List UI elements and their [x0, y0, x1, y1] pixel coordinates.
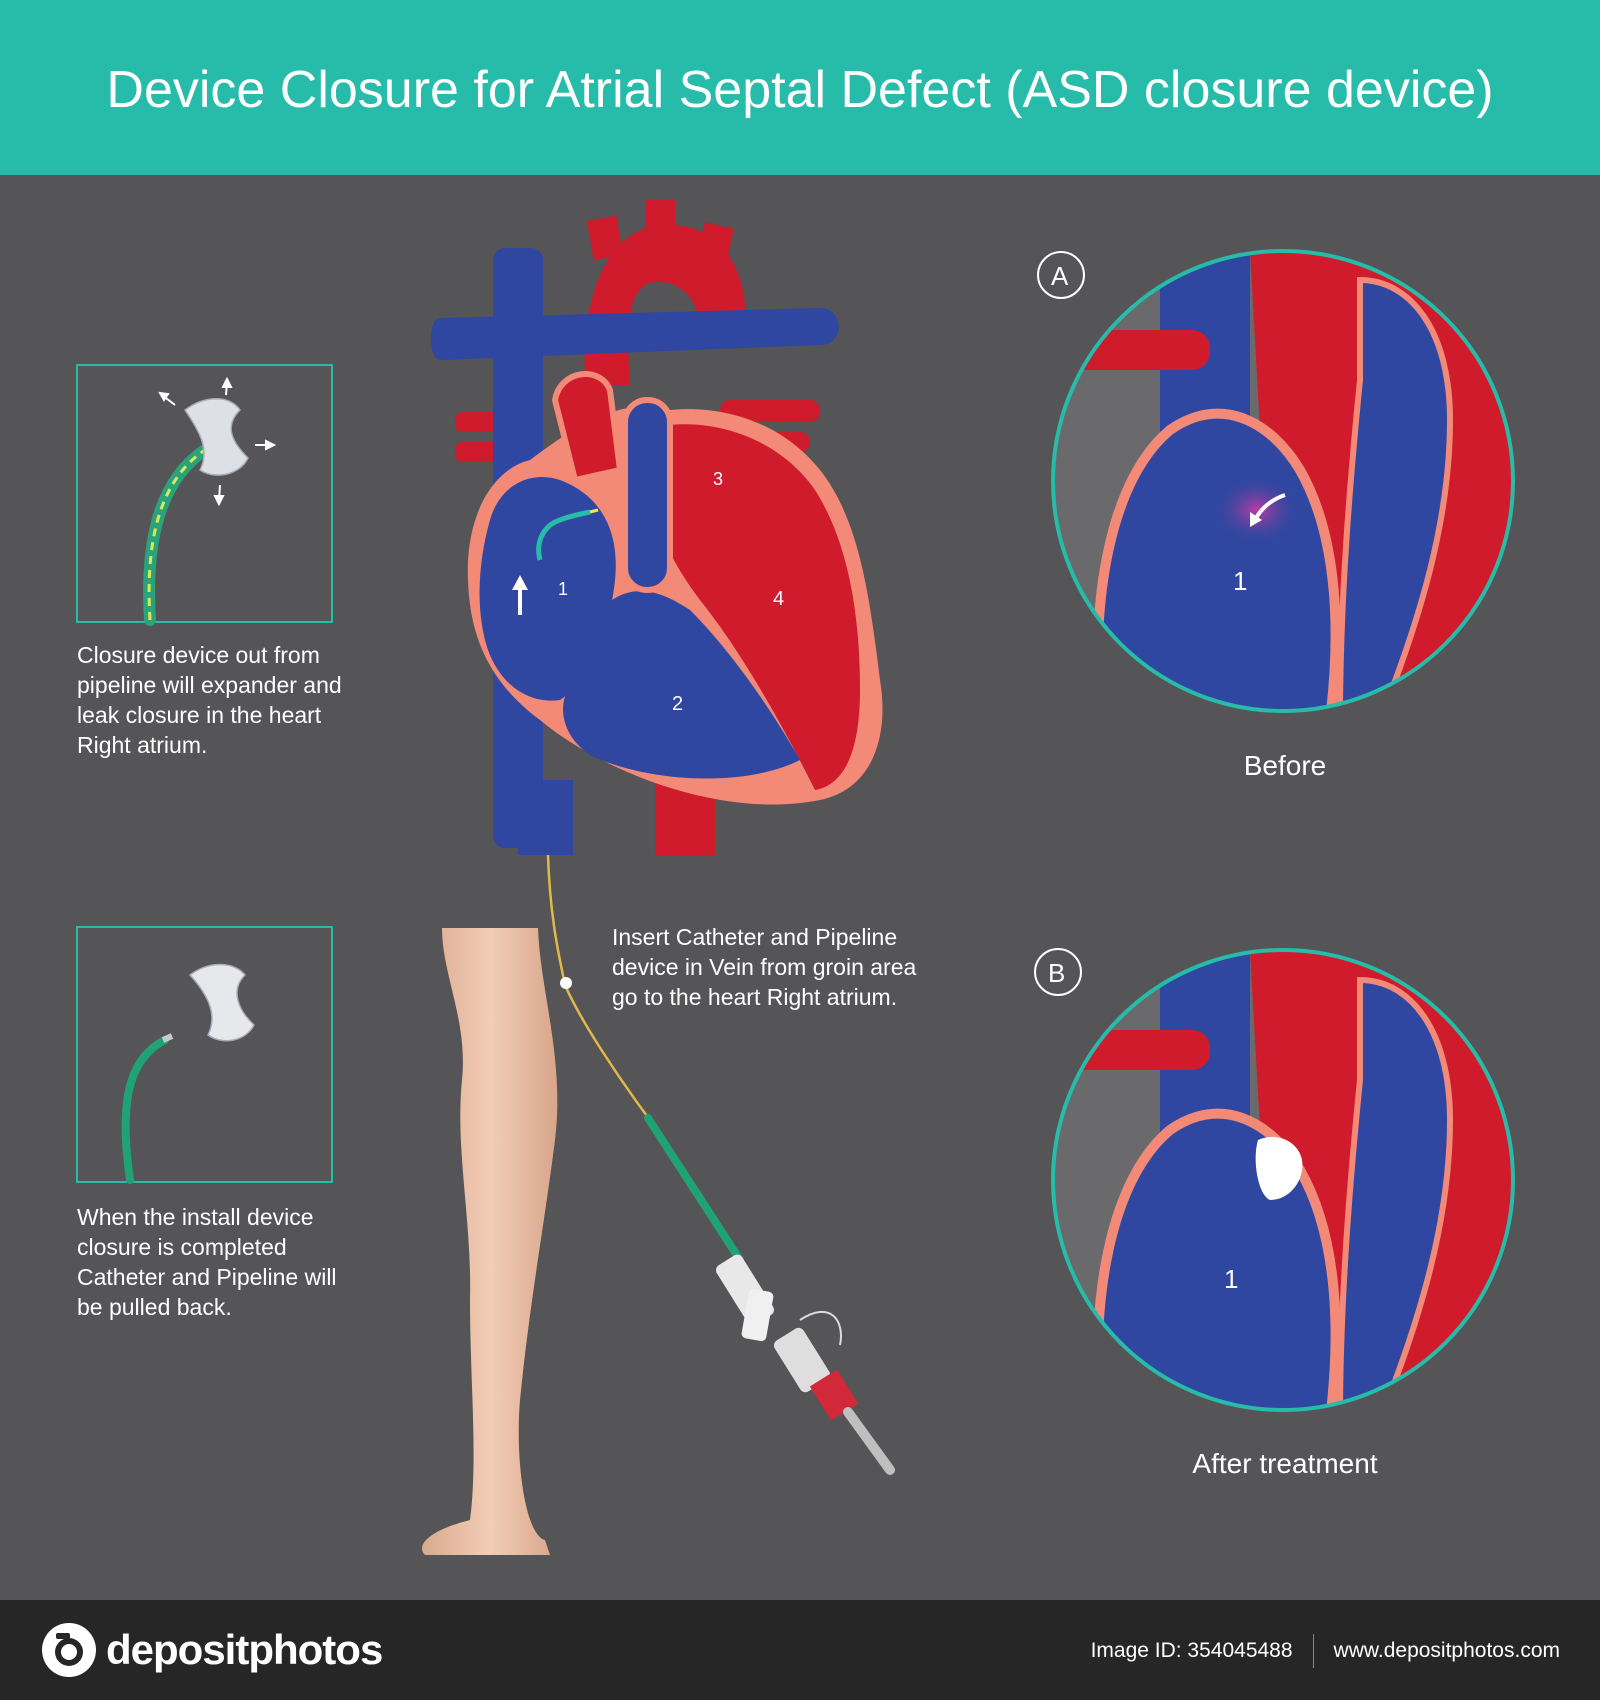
closure-device-icon	[1255, 1136, 1303, 1200]
panel-device-released	[76, 926, 333, 1184]
footer-divider	[1312, 1634, 1314, 1668]
diagram-canvas: 1 2 3 4	[0, 175, 1600, 1600]
closure-device-icon	[183, 398, 249, 476]
panel2-caption: When the install device closure is compl…	[77, 1204, 337, 1320]
illustration: 1 2 3 4	[76, 200, 1515, 1555]
image-id: Image ID: 354045488	[1090, 1639, 1293, 1662]
panel-device-expanding	[76, 364, 333, 626]
heart-label-3: 3	[713, 469, 723, 489]
circle-label-b: B	[1048, 958, 1065, 988]
heart-label-4: 4	[773, 588, 784, 610]
camera-logo-icon	[42, 1623, 96, 1677]
site-url[interactable]: www.depositphotos.com	[1333, 1639, 1560, 1662]
page-title: Device Closure for Atrial Septal Defect …	[106, 61, 1494, 119]
footer-info: Image ID: 354045488 www.depositphotos.co…	[1091, 1634, 1560, 1668]
brand[interactable]: depositphotos	[40, 1620, 383, 1680]
detail-before: 1	[1051, 249, 1515, 713]
title-bar: Device Closure for Atrial Septal Defect …	[0, 0, 1600, 175]
after-caption: After treatment	[1192, 1448, 1378, 1479]
detail-b-label-1: 1	[1224, 1264, 1238, 1294]
leg-illustration	[422, 854, 895, 1555]
detail-a-label-1: 1	[1233, 566, 1247, 596]
heart-label-2: 2	[672, 693, 683, 715]
panel1-caption: Closure device out from pipeline will ex…	[77, 642, 342, 758]
circle-label-a: A	[1051, 261, 1069, 291]
heart-label-1: 1	[558, 579, 568, 599]
detail-after: 1	[1051, 948, 1515, 1412]
footer: depositphotos Image ID: 354045488 www.de…	[0, 1600, 1600, 1700]
insert-caption: Insert Catheter and Pipeline device in V…	[612, 924, 917, 1010]
heart-illustration: 1 2 3 4	[431, 200, 883, 855]
closure-device-icon	[188, 963, 255, 1042]
before-caption: Before	[1243, 750, 1327, 781]
brand-name: depositphotos	[106, 1626, 383, 1673]
